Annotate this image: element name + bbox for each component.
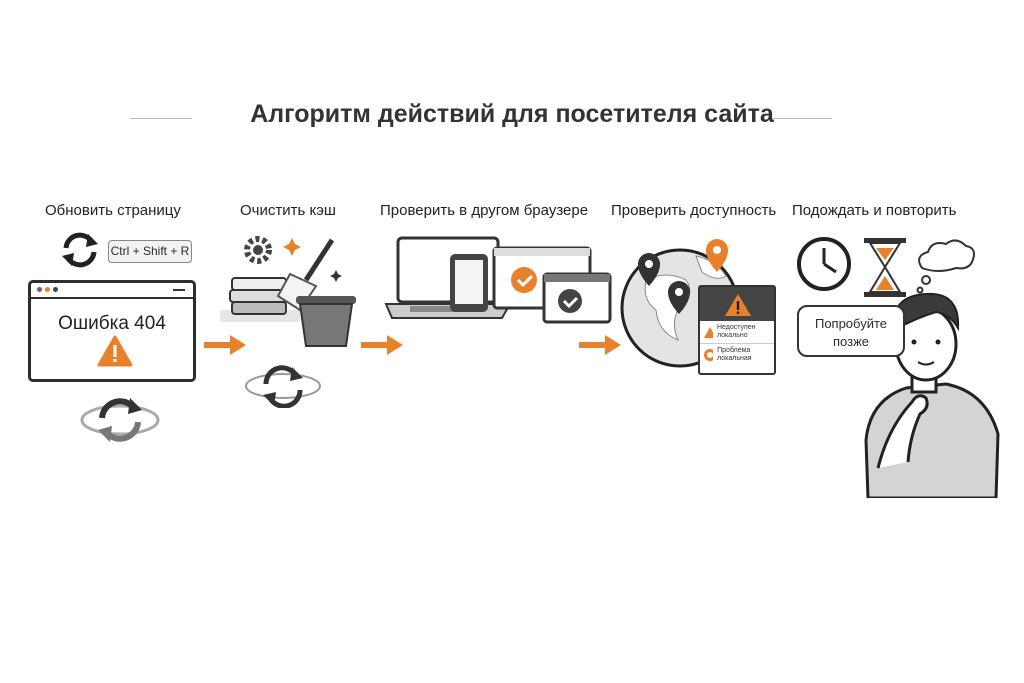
circle-alert-icon [704, 349, 714, 361]
popup-item: Проблема локальная [700, 344, 774, 366]
thought-cloud-icon [916, 239, 975, 294]
title-rule-left [130, 118, 192, 119]
browser-window-error: Ошибка 404 [28, 280, 196, 382]
laptop-icon [384, 236, 512, 319]
phone-icon [450, 254, 488, 312]
availability-popup: Недоступен локально Проблема локальная [698, 285, 776, 375]
step-1-label: Обновить страницу [45, 202, 181, 219]
arrow-right-icon [579, 335, 621, 355]
sparkle-icon [283, 238, 342, 282]
clock-icon [797, 237, 851, 291]
clear-cache-illustration [220, 236, 356, 347]
step-2-label: Очистить кэш [240, 202, 336, 219]
warning-icon [704, 326, 713, 338]
step-4-label: Проверить доступность [611, 202, 777, 219]
trash-bin-icon [296, 296, 356, 347]
warning-icon [725, 294, 751, 316]
person-thinking [864, 292, 1000, 498]
devices-illustration [384, 236, 612, 324]
warning-icon [97, 335, 133, 367]
speech-bubble: Попробуйте позже [797, 305, 905, 357]
map-pin-icon [638, 253, 660, 286]
title-rule-right [772, 118, 832, 119]
step-5-label: Подождать и повторить [792, 202, 957, 219]
page-title: Алгоритм действий для посетителя сайта [250, 100, 774, 128]
refresh-orbit-icon [245, 365, 321, 408]
waiting-icons [797, 237, 975, 297]
hourglass-icon [864, 238, 906, 297]
refresh-icon [62, 232, 98, 268]
popup-item: Недоступен локально [700, 321, 774, 344]
map-pin-icon [668, 281, 690, 314]
gear-icon [244, 236, 272, 264]
shortcut-key-badge: Ctrl + Shift + R [108, 240, 192, 263]
map-pin-icon [706, 239, 728, 272]
arrow-right-icon [204, 335, 246, 355]
browser-check-icon [542, 272, 612, 324]
refresh-orbit-icon [80, 398, 160, 442]
error-text: Ошибка 404 [58, 313, 166, 334]
arrow-right-icon [361, 335, 403, 355]
step-3-label: Проверить в другом браузере [380, 202, 589, 219]
